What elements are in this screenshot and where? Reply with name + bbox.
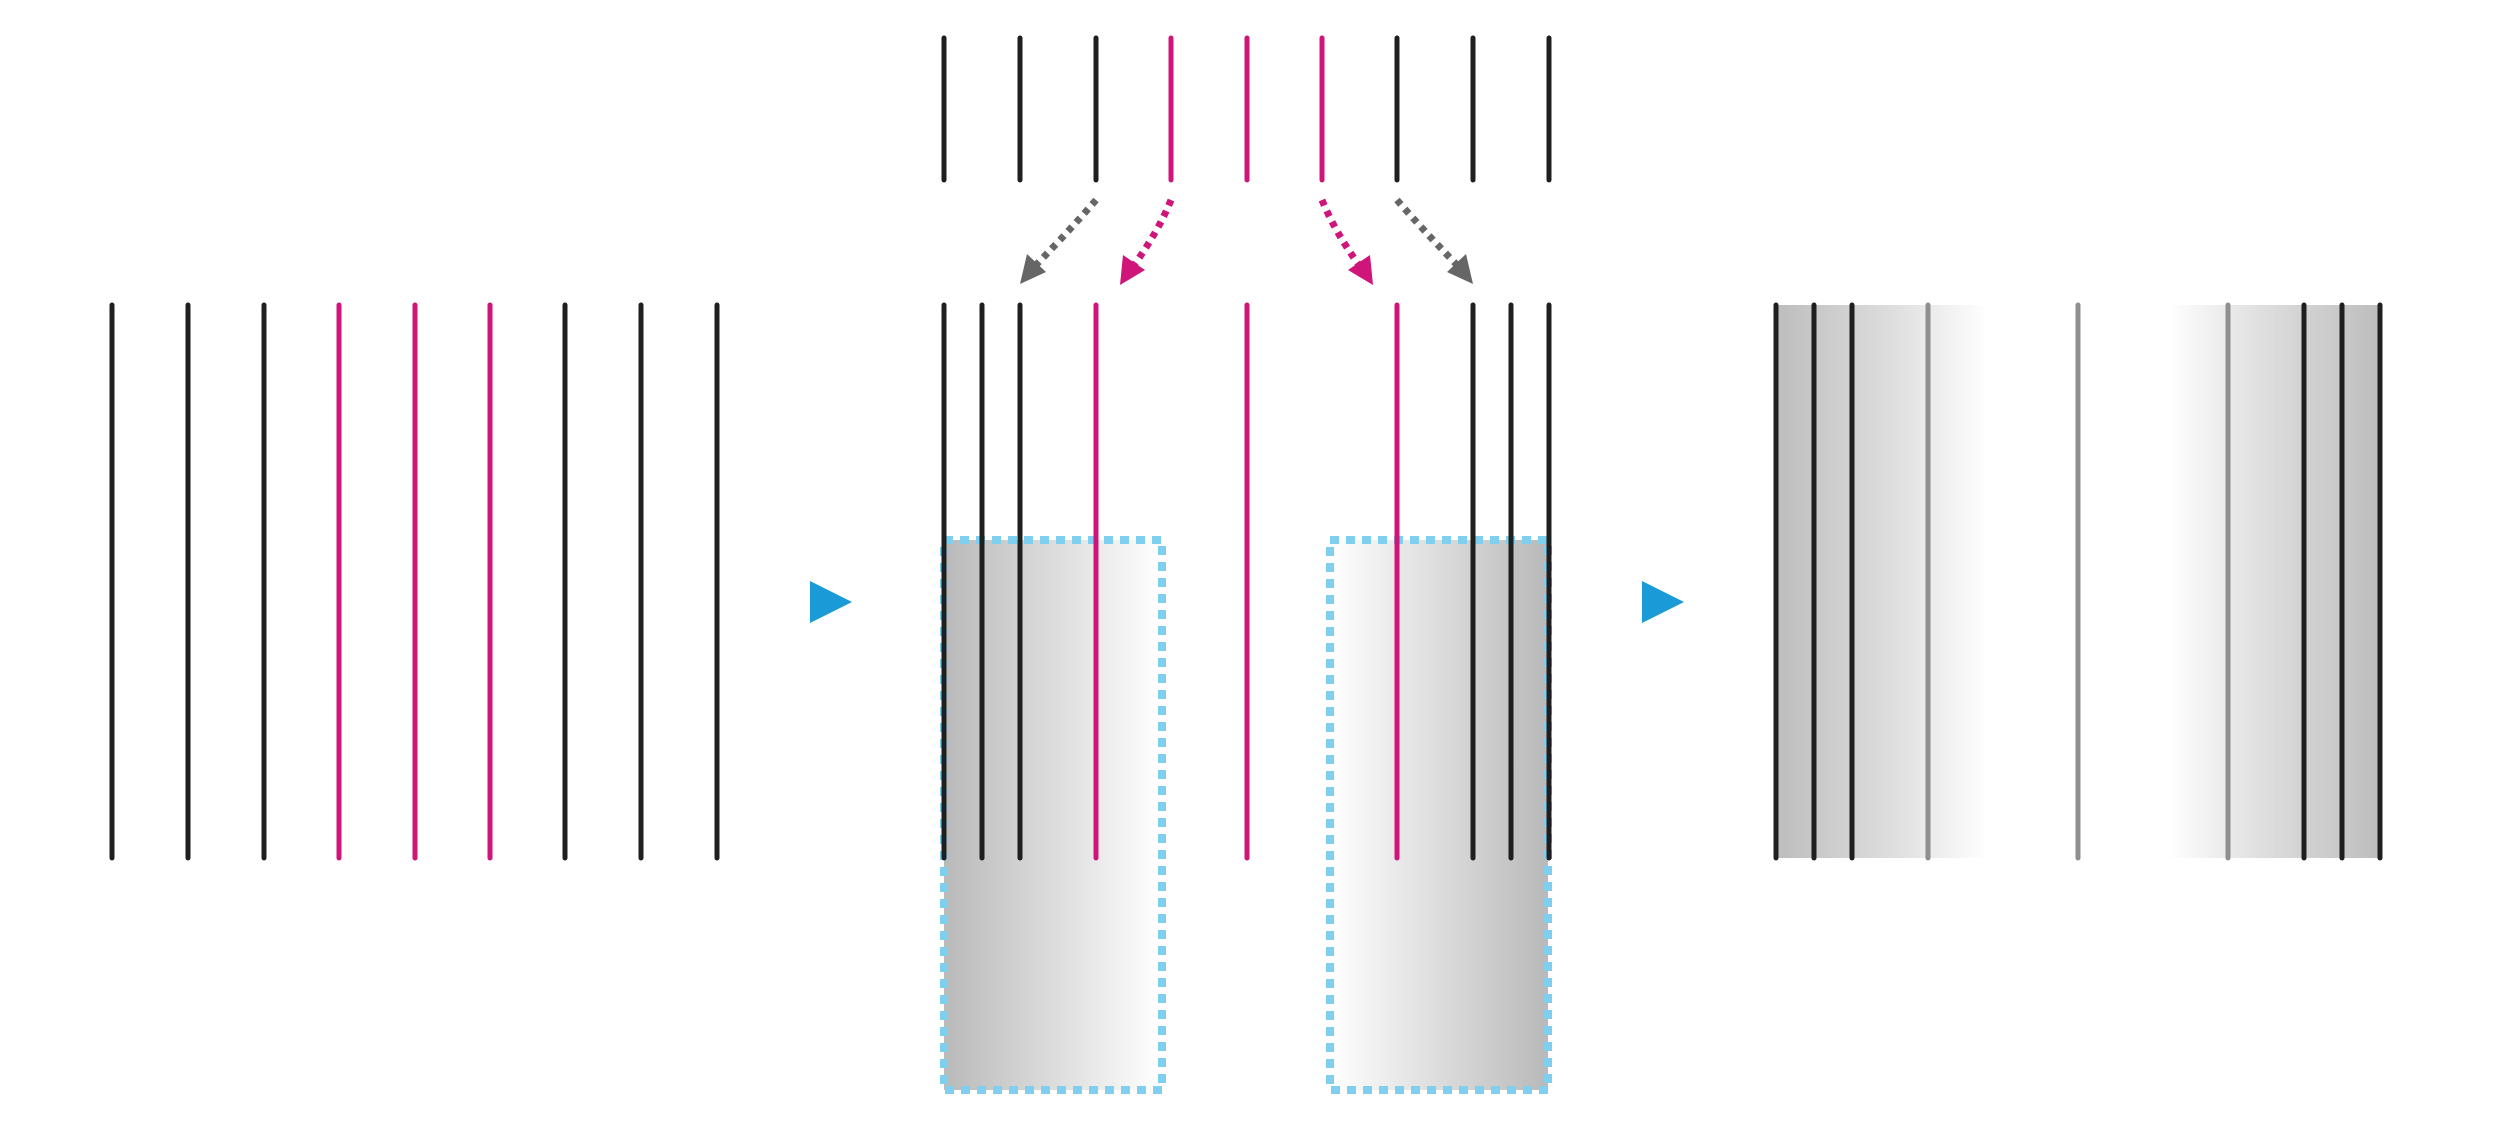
dotted-shift-arrows [1020, 197, 1473, 285]
dotted-arrow-icon [1394, 197, 1473, 284]
dotted-arrow-icon [1120, 198, 1175, 285]
compressed-lines-panel [940, 35, 1552, 1094]
dotted-arrow-icon [1020, 197, 1099, 284]
step-arrow-1 [810, 581, 852, 623]
left-shaded-box [940, 536, 1166, 1094]
reference-lines [941, 35, 1552, 183]
left-blend-region [1776, 305, 1988, 858]
dotted-arrow-icon [1318, 198, 1373, 285]
right-shaded-box [1326, 536, 1552, 1094]
compressed-lines [941, 302, 1552, 861]
original-lines-panel [109, 302, 720, 861]
blended-result-panel [1773, 302, 2383, 861]
right-blend-region [2168, 305, 2380, 858]
step-arrow-2 [1642, 581, 1684, 623]
